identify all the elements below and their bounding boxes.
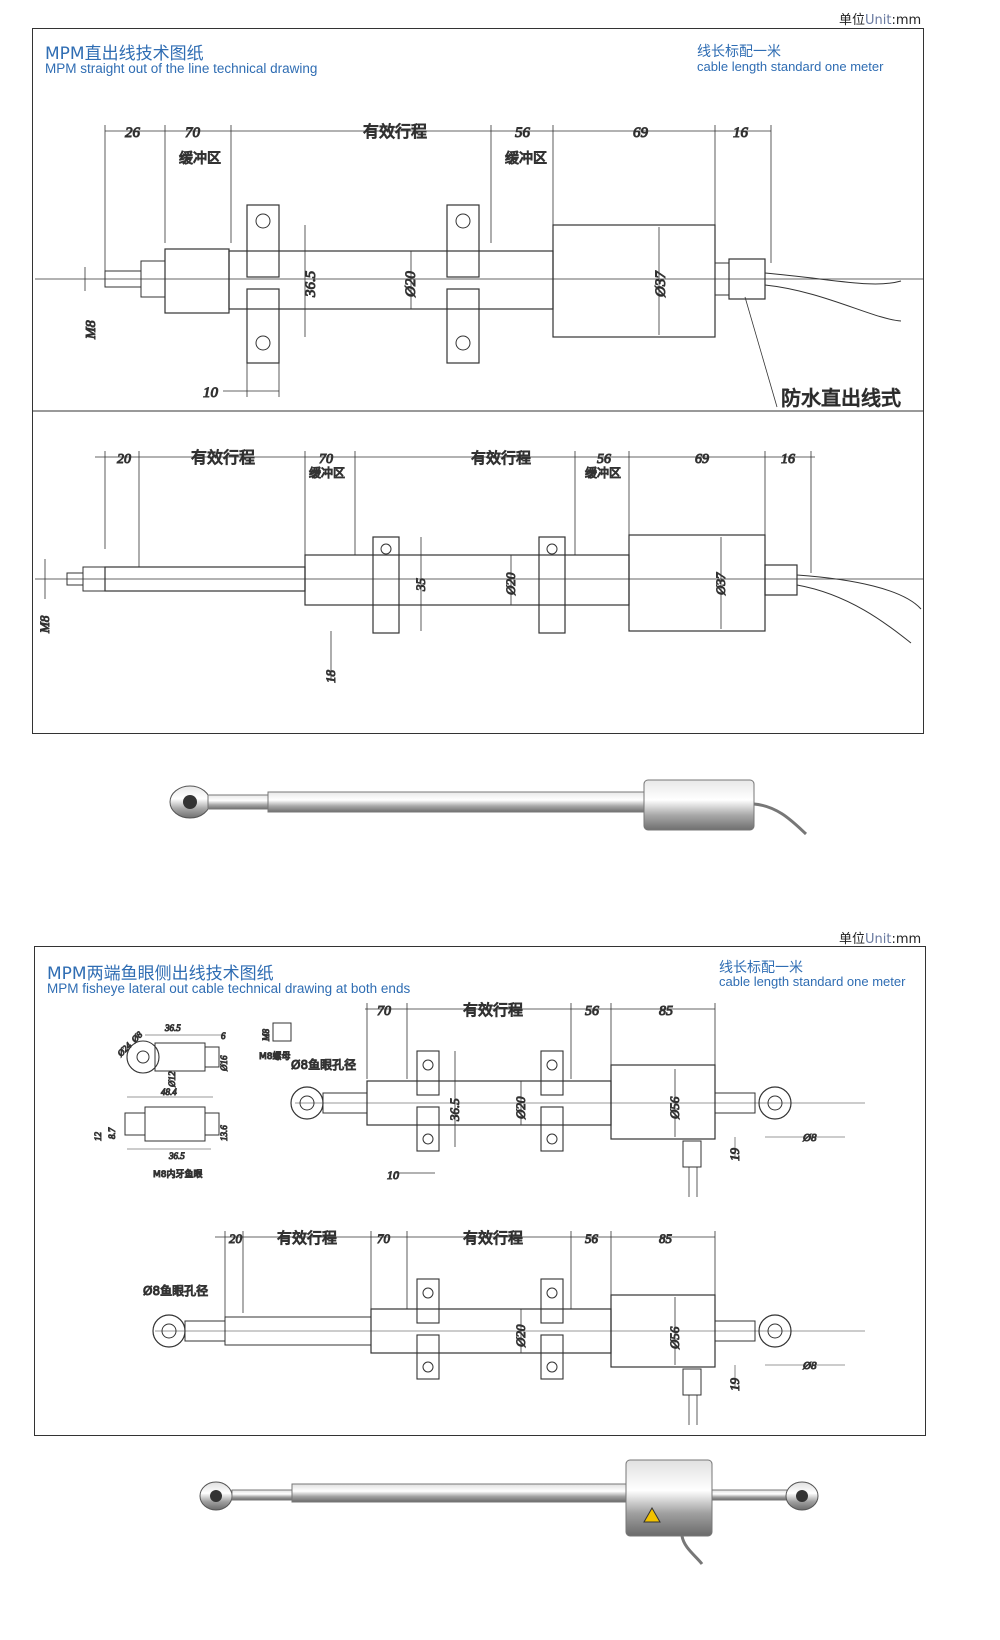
fe-dim-dia56: Ø56 [667,1096,682,1120]
fe-b-stroke2: 有效行程 [463,1229,523,1247]
product-photo-straight [169,779,808,836]
fisheye-hole [183,795,197,809]
dim-dia20: Ø20 [403,271,419,298]
dim-70-b: 70 [319,452,333,467]
tube [267,791,649,813]
fe-dim-85: 85 [659,1004,673,1019]
dim-36-5: 36.5 [303,270,319,298]
buffer-label-1: 缓冲区 [179,151,221,167]
fe-dim-36-5: 36.5 [447,1098,462,1122]
cable-note-cn-2: 线长标配一米 [719,960,803,976]
stroke-label-b1: 有效行程 [191,448,255,467]
cable-note-en-2: cable length standard one meter [719,974,906,989]
dim-dia37: Ø37 [653,270,669,298]
dim-16-b: 16 [781,452,795,467]
fe-dim-dia8: Ø8 [802,1132,817,1144]
fe-b-stroke1: 有效行程 [277,1229,337,1247]
detail-36-5-b: 36.5 [168,1151,185,1161]
fe-b-dim-85: 85 [659,1231,673,1246]
warning-label [643,1506,661,1523]
fe-stroke: 有效行程 [463,1001,523,1019]
fe-b-dim-70: 70 [377,1231,391,1246]
detail-13-6: 13.6 [219,1125,229,1141]
detail-dia24: Ø24 [115,1040,134,1059]
title-cn-1: MPM直出线技术图纸 [45,44,204,64]
top-drawing-1: 26 70 缓冲区 有效行程 56 缓冲区 69 16 36.5 Ø20 Ø37… [33,122,923,684]
fe-dim-dia20: Ø20 [513,1096,528,1120]
fe-b-dim-dia56: Ø56 [667,1326,682,1350]
waterproof-label: 防水直出线式 [781,386,901,410]
buffer-label-2: 缓冲区 [505,151,547,167]
fe-b-dim-dia8: Ø8 [802,1360,817,1372]
dim-dia20-b: Ø20 [503,572,518,596]
dim-70: 70 [185,125,201,141]
detail-8-7: 8.7 [107,1127,117,1139]
dim-18: 18 [323,670,338,684]
tube-2 [291,1483,633,1503]
fe-dim-19: 19 [727,1148,742,1162]
drawing-panel-2: MPM两端鱼眼侧出线技术图纸 MPM fisheye lateral out c… [34,946,926,1436]
buffer-label-b2: 缓冲区 [585,465,621,480]
dim-m8: M8 [84,320,99,340]
detail-m8: M8 [261,1029,271,1042]
fe-b-dim-56: 56 [585,1231,599,1246]
fe-dim-56: 56 [585,1004,599,1019]
fe-dim-70: 70 [377,1004,391,1019]
stroke-label-b2: 有效行程 [471,449,531,467]
fisheye-drawing: 36.5 6 Ø8 Ø24 Ø16 Ø12 48.4 12 8.7 13.6 3… [93,1001,865,1425]
title-cn-2: MPM两端鱼眼侧出线技术图纸 [47,964,274,984]
cable-2 [680,1535,704,1565]
rod [207,794,269,810]
detail-dia16: Ø16 [219,1055,229,1072]
buffer-label-b1: 缓冲区 [309,465,345,480]
left-fisheye-hole [210,1490,222,1502]
fe-b-hole-label: Ø8鱼眼孔径 [143,1284,208,1298]
stroke-label: 有效行程 [363,122,427,141]
dim-56: 56 [515,125,531,141]
dim-20: 20 [117,452,131,467]
drawing-panel-1: MPM直出线技术图纸 MPM straight out of the line … [32,28,924,734]
sensor-housing-2 [625,1459,713,1537]
fe-b-dim-dia20: Ø20 [513,1324,528,1348]
detail-12: 12 [93,1132,103,1142]
fisheye-thread-label: M8内牙鱼眼 [153,1168,203,1180]
dim-26: 26 [125,125,141,141]
fe-b-dim-19: 19 [727,1378,742,1392]
unit-label-1: 单位Unit:mm [839,13,922,28]
fe-dim-10: 10 [387,1168,399,1182]
title-en-1: MPM straight out of the line technical d… [45,61,318,76]
dim-10: 10 [203,385,219,401]
nut-label: M8螺母 [259,1051,291,1062]
dim-dia37-b: Ø37 [713,572,728,596]
rod-2 [231,1489,293,1501]
cable [753,802,808,836]
rod-3 [711,1489,793,1501]
detail-6: 6 [221,1031,226,1041]
cable-note-cn-1: 线长标配一米 [697,44,781,60]
cable-note-en-1: cable length standard one meter [697,59,884,74]
dim-16: 16 [733,125,749,141]
dim-35: 35 [413,578,428,593]
fe-b-dim-20: 20 [229,1231,243,1246]
detail-dia8: Ø8 [129,1029,145,1045]
right-fisheye-hole [796,1490,808,1502]
dim-69-b: 69 [695,452,709,467]
dim-56-b: 56 [597,452,611,467]
detail-36-5: 36.5 [164,1023,181,1033]
title-en-2: MPM fisheye lateral out cable technical … [47,981,411,996]
detail-dia12: Ø12 [167,1071,177,1088]
unit-label-2: 单位Unit:mm [839,932,922,947]
sensor-housing [643,779,755,831]
fe-hole-label: Ø8鱼眼孔径 [291,1058,356,1072]
dim-69: 69 [633,125,649,141]
detail-48-4: 48.4 [161,1087,177,1097]
dim-m8-b: M8 [37,615,52,634]
product-photo-fisheye [199,1459,819,1565]
